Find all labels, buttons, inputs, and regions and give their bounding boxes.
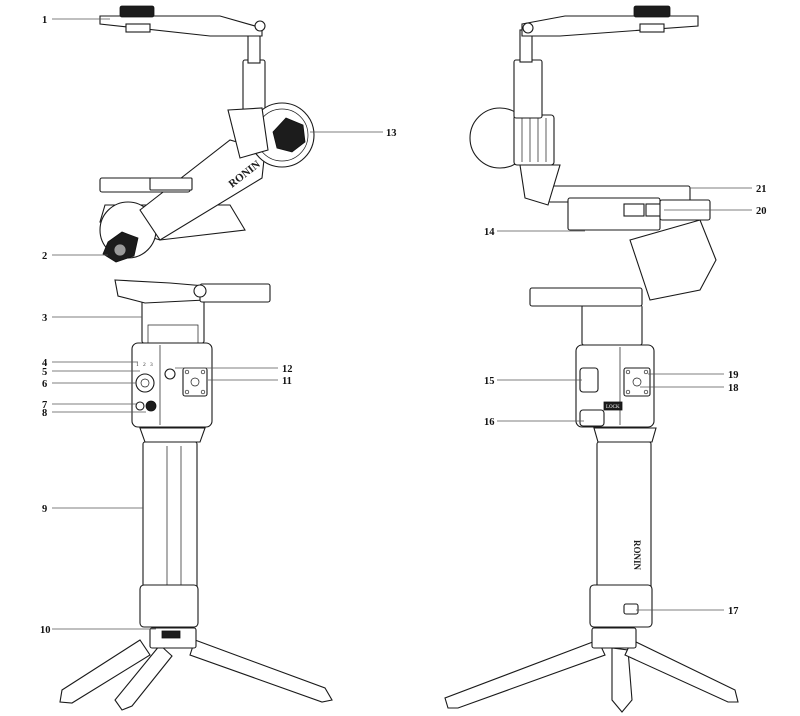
front-callout-labels: 1 2 3 4 5 6 7 8 9 10 11 12 13 <box>40 15 397 636</box>
callout-10: 10 <box>40 625 51 636</box>
front-top-plate <box>100 6 265 36</box>
front-view: 1 2 3 RONIN <box>40 6 397 710</box>
front-control-body: 1 2 3 <box>132 300 212 427</box>
callout-20: 20 <box>756 206 767 217</box>
led-mark-2: 2 <box>143 362 146 368</box>
callout-16: 16 <box>484 417 495 428</box>
battery-led-marks: 1 2 3 <box>136 362 153 368</box>
callout-12: 12 <box>282 364 293 375</box>
rear-top-plate <box>522 6 698 36</box>
callout-2: 2 <box>42 251 47 262</box>
callout-15: 15 <box>484 376 495 387</box>
front-tripod <box>60 628 332 710</box>
callout-21: 21 <box>756 184 767 195</box>
led-mark-3: 3 <box>150 362 153 368</box>
front-pan-motor <box>228 35 314 167</box>
rear-handle: RONIN <box>590 428 656 627</box>
front-tilt-assembly: RONIN <box>100 140 270 303</box>
front-callout-leaders <box>52 19 383 629</box>
callout-1: 1 <box>42 15 47 26</box>
callout-3: 3 <box>42 313 47 324</box>
callout-18: 18 <box>728 383 739 394</box>
rear-tripod <box>445 628 738 712</box>
lock-label: LOCK <box>606 405 620 410</box>
callout-19: 19 <box>728 370 739 381</box>
rear-upper-assembly <box>470 30 716 306</box>
rear-control-body: LOCK <box>576 305 654 427</box>
led-mark-1: 1 <box>136 362 139 368</box>
callout-8: 8 <box>42 408 47 419</box>
callout-9: 9 <box>42 504 47 515</box>
front-handle <box>140 428 205 627</box>
callout-17: 17 <box>728 606 739 617</box>
callout-11: 11 <box>282 376 292 387</box>
callout-14: 14 <box>484 227 495 238</box>
callout-5: 5 <box>42 367 47 378</box>
rear-brand-logo: RONIN <box>632 540 642 571</box>
rear-view: RONIN LOCK <box>445 6 767 712</box>
callout-13: 13 <box>386 128 397 139</box>
callout-6: 6 <box>42 379 47 390</box>
